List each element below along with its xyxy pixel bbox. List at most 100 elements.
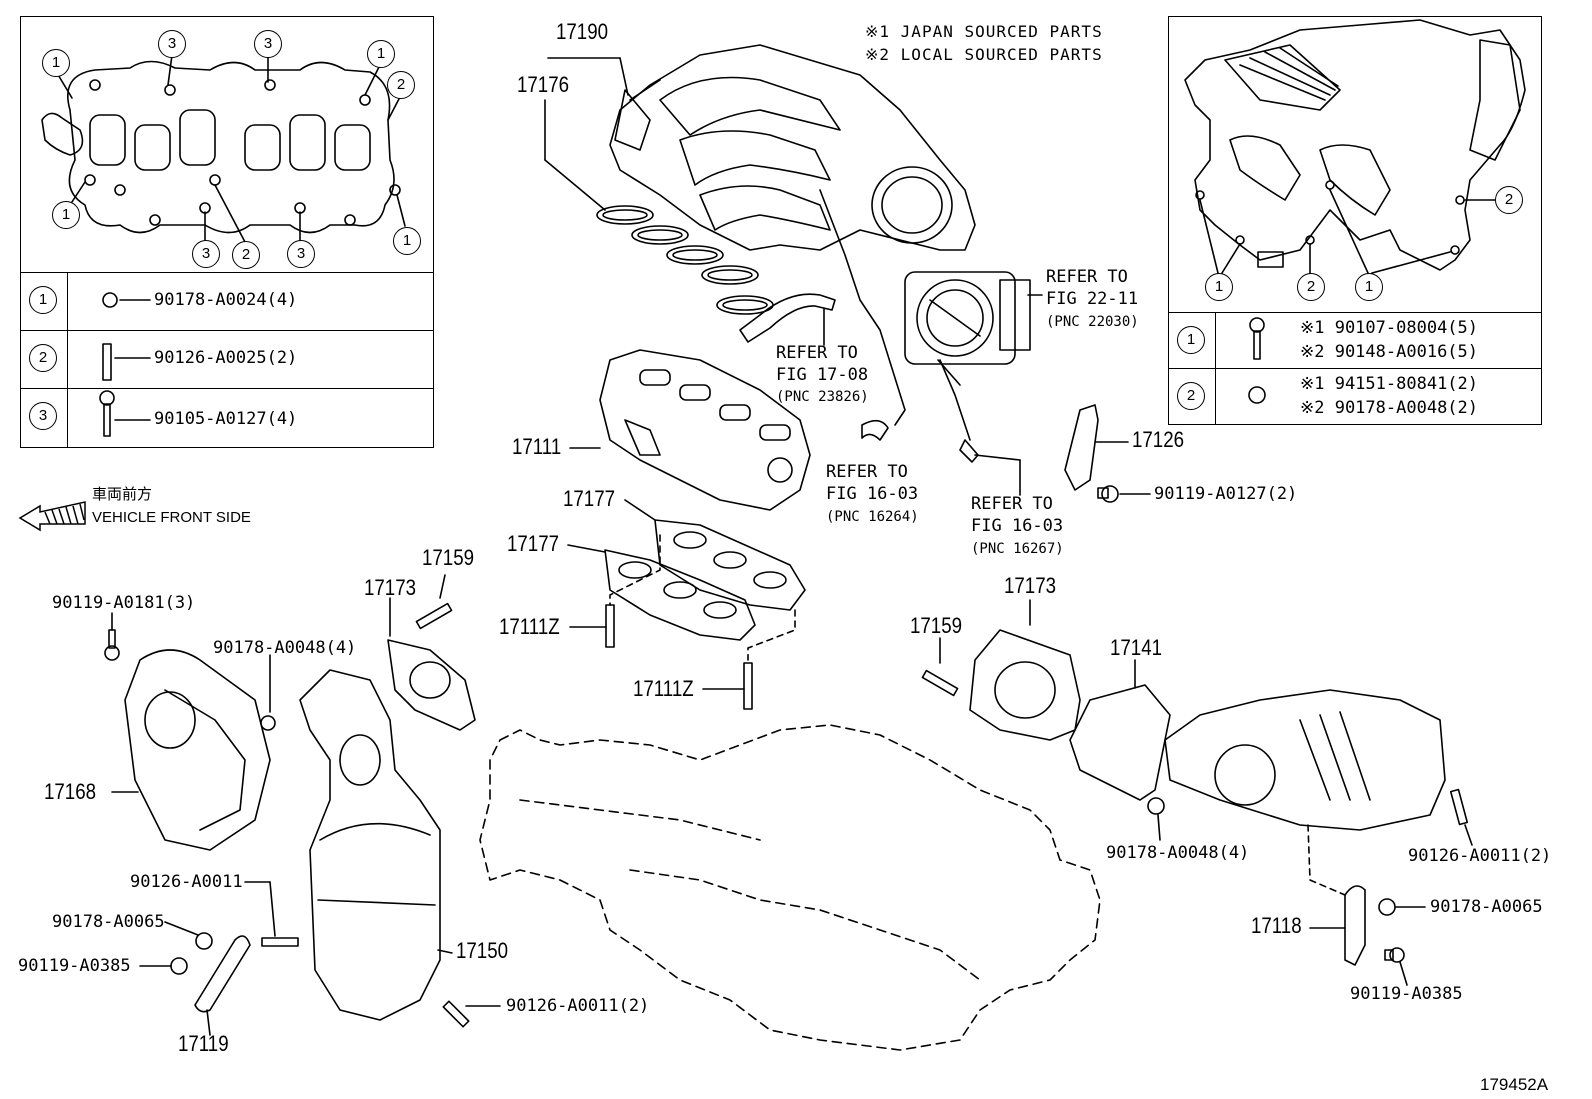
- left-heat-insulator-drawing: [124, 649, 271, 851]
- bolt-part-number: 90178-A0048(4): [1106, 843, 1250, 863]
- part-number: 17176: [517, 72, 570, 97]
- part-number: 17111Z: [633, 676, 694, 701]
- table-divider: [20, 388, 433, 389]
- intake-gasket-drawing: [596, 205, 774, 315]
- refer-line: FIG 16-03: [826, 484, 919, 504]
- callout-circle: 2: [232, 241, 260, 269]
- callout-circle: 1: [1355, 273, 1383, 301]
- table-row-part: ※2 90148-A0016(5): [1300, 342, 1479, 362]
- refer-pnc: (PNC 16264): [826, 509, 919, 525]
- refer-line: REFER TO: [1046, 267, 1128, 287]
- part-number: 17177: [563, 486, 616, 511]
- table-row-part: ※2 90178-A0048(2): [1300, 398, 1479, 418]
- refer-line: REFER TO: [776, 343, 858, 363]
- part-number: 17173: [1004, 573, 1057, 598]
- part-number: 17111Z: [499, 614, 560, 639]
- part-number: 17168: [44, 779, 97, 804]
- bolt-part-number: 90126-A0011: [130, 872, 243, 892]
- bolt-part-number: 90119-A0385: [18, 956, 131, 976]
- callout-circle: 2: [1297, 273, 1325, 301]
- throttle-body-drawing: [904, 271, 1031, 365]
- bolt-part-number: 90119-A0385: [1350, 984, 1463, 1004]
- callout-circle: 2: [1495, 186, 1523, 214]
- part-number: 17159: [910, 613, 963, 638]
- refer-pnc: (PNC 23826): [776, 389, 869, 405]
- table-divider: [1168, 368, 1541, 369]
- bolt-part-number: 90119-A0181(3): [52, 593, 196, 613]
- table-divider: [20, 330, 433, 331]
- refer-pnc: (PNC 16267): [971, 541, 1064, 557]
- callout-circle: 3: [254, 30, 282, 58]
- right-exhaust-gasket-drawing: [969, 629, 1081, 741]
- refer-pnc: (PNC 22030): [1046, 314, 1139, 330]
- bolt-part-number: 90126-A0011(2): [506, 996, 650, 1016]
- table-divider: [67, 272, 68, 447]
- part-number: 17177: [507, 531, 560, 556]
- right-exhaust-manifold-drawing: [1164, 689, 1446, 831]
- front-label-en: VEHICLE FRONT SIDE: [92, 509, 251, 526]
- part-number: 17190: [556, 19, 609, 44]
- table-row-circle: 1: [29, 286, 57, 314]
- part-number: 17111: [512, 434, 562, 459]
- part-number: 17141: [1110, 635, 1163, 660]
- table-row-part: 90105-A0127(4): [154, 409, 298, 429]
- right-bracket-drawing: [1344, 885, 1366, 966]
- refer-line: FIG 22-11: [1046, 289, 1139, 309]
- part-number: 17159: [422, 545, 475, 570]
- table-divider: [1215, 312, 1216, 424]
- callout-circle: 1: [1205, 273, 1233, 301]
- bolt-part-number: 90178-A0065: [1430, 897, 1543, 917]
- refer-line: REFER TO: [971, 494, 1053, 514]
- bolt-part-number: 90178-A0065: [52, 912, 165, 932]
- table-row-part: ※1 90107-08004(5): [1300, 318, 1479, 338]
- table-row-part: 90178-A0024(4): [154, 290, 298, 310]
- callout-circle: 3: [158, 30, 186, 58]
- front-label-jp: 車両前方: [92, 486, 153, 503]
- table-row-circle: 2: [29, 344, 57, 372]
- lower-intake-drawing: [599, 349, 811, 511]
- note-local-sourced: ※2 LOCAL SOURCED PARTS: [865, 45, 1103, 64]
- part-number: 17118: [1251, 913, 1302, 938]
- part-number: 17173: [364, 575, 417, 600]
- right-inset-frame: [1168, 16, 1542, 425]
- stud-drawing: [605, 604, 615, 648]
- bolt-part-number: 90178-A0048(4): [213, 638, 357, 658]
- note-japan-sourced: ※1 JAPAN SOURCED PARTS: [865, 22, 1103, 41]
- callout-circle: 2: [387, 71, 415, 99]
- table-divider: [1168, 312, 1541, 313]
- leader-lines: [111, 57, 1473, 1036]
- inset-gasket-drawing: [41, 54, 406, 243]
- inset-manifold-drawing: [1184, 19, 1526, 274]
- callout-circle: 3: [287, 240, 315, 268]
- callout-circle: 1: [367, 40, 395, 68]
- table-divider: [20, 272, 433, 273]
- part-number: 17126: [1132, 427, 1185, 452]
- front-arrow-drawing: [18, 501, 86, 532]
- table-row-circle: 3: [29, 402, 57, 430]
- refer-line: FIG 16-03: [971, 516, 1064, 536]
- left-exhaust-manifold-drawing: [299, 669, 441, 1021]
- hose-drawing: [739, 293, 836, 343]
- figure-id: 179452A: [1480, 1075, 1549, 1094]
- table-row-circle: 2: [1177, 382, 1205, 410]
- lower-gasket-drawing: [604, 519, 806, 641]
- refer-line: FIG 17-08: [776, 365, 869, 385]
- part-number: 17119: [178, 1031, 229, 1056]
- callout-circle: 1: [52, 201, 80, 229]
- callout-circle: 1: [393, 227, 421, 255]
- left-bracket-drawing: [194, 935, 251, 1013]
- engine-outline: [479, 724, 1101, 1051]
- table-row-part: ※1 94151-80841(2): [1300, 374, 1479, 394]
- part-number: 17150: [456, 938, 509, 963]
- table-row-circle: 1: [1177, 326, 1205, 354]
- bolt-part-number: 90126-A0011(2): [1408, 846, 1552, 866]
- right-heat-insulator-drawing: [1069, 684, 1171, 801]
- upper-intake-manifold-drawing: [609, 44, 976, 251]
- callout-circle: 3: [192, 240, 220, 268]
- bolt-part-number: 90119-A0127(2): [1154, 484, 1298, 504]
- left-inset-frame: [20, 16, 434, 448]
- refer-line: REFER TO: [826, 462, 908, 482]
- table-row-part: 90126-A0025(2): [154, 348, 298, 368]
- left-exhaust-gasket-drawing: [387, 639, 476, 731]
